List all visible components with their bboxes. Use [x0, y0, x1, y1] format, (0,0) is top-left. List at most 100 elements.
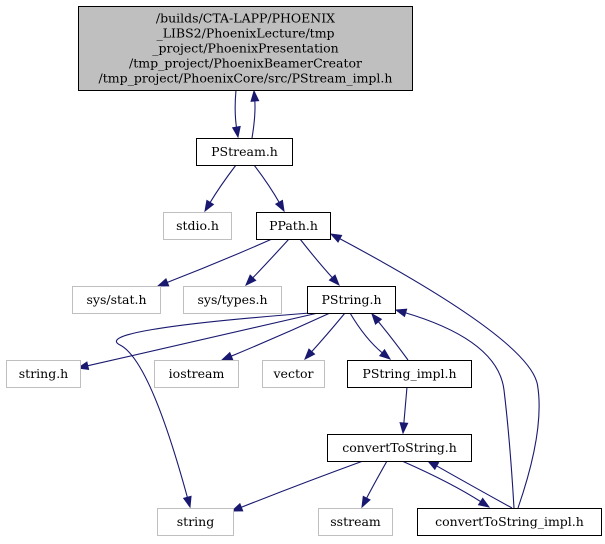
node-box — [262, 360, 325, 388]
node-stdio: stdio.h — [163, 212, 232, 240]
edge-arrowhead — [361, 495, 371, 509]
node-box — [6, 360, 81, 388]
edge-pstringimpl-to-pstring — [371, 312, 409, 361]
node-sysstat: sys/stat.h — [72, 286, 161, 314]
node-label: PString_impl.h — [362, 366, 456, 381]
graph-edges — [76, 89, 540, 512]
node-label: iostream — [169, 366, 225, 381]
edge-ppath-to-pstring — [299, 238, 340, 287]
edge-line — [251, 238, 290, 280]
node-box[interactable] — [196, 138, 293, 166]
node-box — [157, 508, 234, 536]
edge-pstring-to-string — [115, 312, 311, 509]
edge-arrowhead — [328, 274, 340, 287]
edge-line — [253, 164, 281, 205]
node-label: convertToString.h — [342, 440, 457, 455]
edge-ppath-to-systypes — [245, 238, 290, 287]
edge-line — [401, 460, 483, 504]
node-box[interactable] — [327, 434, 472, 462]
node-label: _LIBS2/PhoenixLecture/tmp — [156, 26, 334, 41]
edge-arrowhead — [477, 497, 491, 508]
edge-arrowhead — [230, 502, 244, 512]
node-label: vector — [273, 366, 314, 381]
edge-arrowhead — [231, 125, 241, 139]
edge-arrowhead — [394, 308, 408, 318]
edge-arrowhead — [156, 277, 170, 287]
node-sstream: sstream — [318, 508, 393, 536]
edge-line — [85, 312, 319, 367]
node-ppath[interactable]: PPath.h — [256, 212, 331, 240]
edge-arrowhead — [329, 233, 343, 243]
edge-pstream-to-ppath — [253, 164, 285, 213]
node-box — [183, 286, 282, 314]
node-converttostring[interactable]: convertToString.h — [327, 434, 472, 462]
node-vector: vector — [262, 360, 325, 388]
node-root[interactable]: /builds/CTA-LAPP/PHOENIX_LIBS2/PhoenixLe… — [78, 6, 413, 91]
edge-line — [376, 319, 409, 361]
node-label: /tmp_project/PhoenixBeamerCreator — [129, 56, 362, 71]
edge-arrowhead — [378, 348, 392, 360]
edge-line — [208, 164, 237, 205]
edge-line — [365, 460, 388, 501]
edge-arrowhead — [274, 199, 285, 213]
edge-pstring-to-iostream — [220, 312, 331, 361]
node-label: convertToString_impl.h — [435, 514, 584, 529]
node-box — [72, 286, 161, 314]
node-label: PPath.h — [269, 218, 318, 233]
edge-pstream-to-stdio — [204, 164, 237, 213]
node-box[interactable] — [256, 212, 331, 240]
edge-pstring-to-pstringimpl — [349, 312, 392, 360]
node-pstream[interactable]: PStream.h — [196, 138, 293, 166]
node-label: string — [177, 514, 214, 529]
edge-converttostring-to-sstream — [361, 460, 388, 509]
node-box[interactable] — [78, 6, 413, 91]
edge-root-to-pstream — [231, 89, 241, 139]
edge-pstringimpl-to-converttostring — [399, 386, 409, 435]
node-box — [163, 212, 232, 240]
node-box[interactable] — [417, 508, 602, 536]
node-label: stdio.h — [176, 218, 219, 233]
node-box — [154, 360, 239, 388]
graph-nodes: /builds/CTA-LAPP/PHOENIX_LIBS2/PhoenixLe… — [6, 6, 602, 536]
node-box[interactable] — [347, 360, 472, 388]
edge-line — [337, 237, 540, 509]
edge-arrowhead — [250, 89, 260, 102]
edge-arrowhead — [304, 348, 316, 361]
node-label: PStream.h — [211, 144, 278, 159]
node-label: /tmp_project/PhoenixCore/src/PStream_imp… — [99, 71, 393, 86]
node-box[interactable] — [307, 286, 396, 314]
edge-converttostringimpl-to-ppath — [329, 233, 540, 509]
node-label: PString.h — [321, 292, 381, 307]
edge-line — [234, 89, 238, 130]
edge-arrowhead — [371, 312, 383, 325]
edge-line — [115, 312, 311, 500]
edge-arrowhead — [220, 351, 234, 361]
edge-line — [251, 98, 256, 139]
node-label: sstream — [330, 514, 381, 529]
node-pstring[interactable]: PString.h — [307, 286, 396, 314]
node-systypes: sys/types.h — [183, 286, 282, 314]
edge-pstring-to-vector — [304, 312, 346, 361]
node-label: _project/PhoenixPresentation — [152, 41, 338, 56]
edge-line — [403, 386, 408, 426]
edge-arrowhead — [204, 199, 215, 213]
edge-line — [309, 312, 346, 354]
edge-line — [299, 238, 335, 280]
edge-arrowhead — [399, 422, 409, 435]
node-box — [318, 508, 393, 536]
node-label: /builds/CTA-LAPP/PHOENIX — [156, 11, 335, 26]
node-pstringimpl[interactable]: PString_impl.h — [347, 360, 472, 388]
node-label: sys/stat.h — [86, 292, 146, 307]
edge-line — [229, 312, 331, 358]
edge-arrowhead — [245, 274, 257, 287]
edge-converttostring-to-string — [230, 460, 364, 512]
node-stringh: string.h — [6, 360, 81, 388]
edge-line — [434, 464, 513, 509]
edge-converttostringimpl-to-pstring — [394, 308, 515, 509]
node-label: string.h — [19, 366, 69, 381]
edge-ppath-to-sysstat — [156, 238, 273, 287]
edge-line — [349, 312, 385, 355]
edge-converttostring-to-converttostringimpl — [401, 460, 491, 508]
edge-pstream-to-root — [250, 89, 260, 139]
node-converttostringimpl[interactable]: convertToString_impl.h — [417, 508, 602, 536]
